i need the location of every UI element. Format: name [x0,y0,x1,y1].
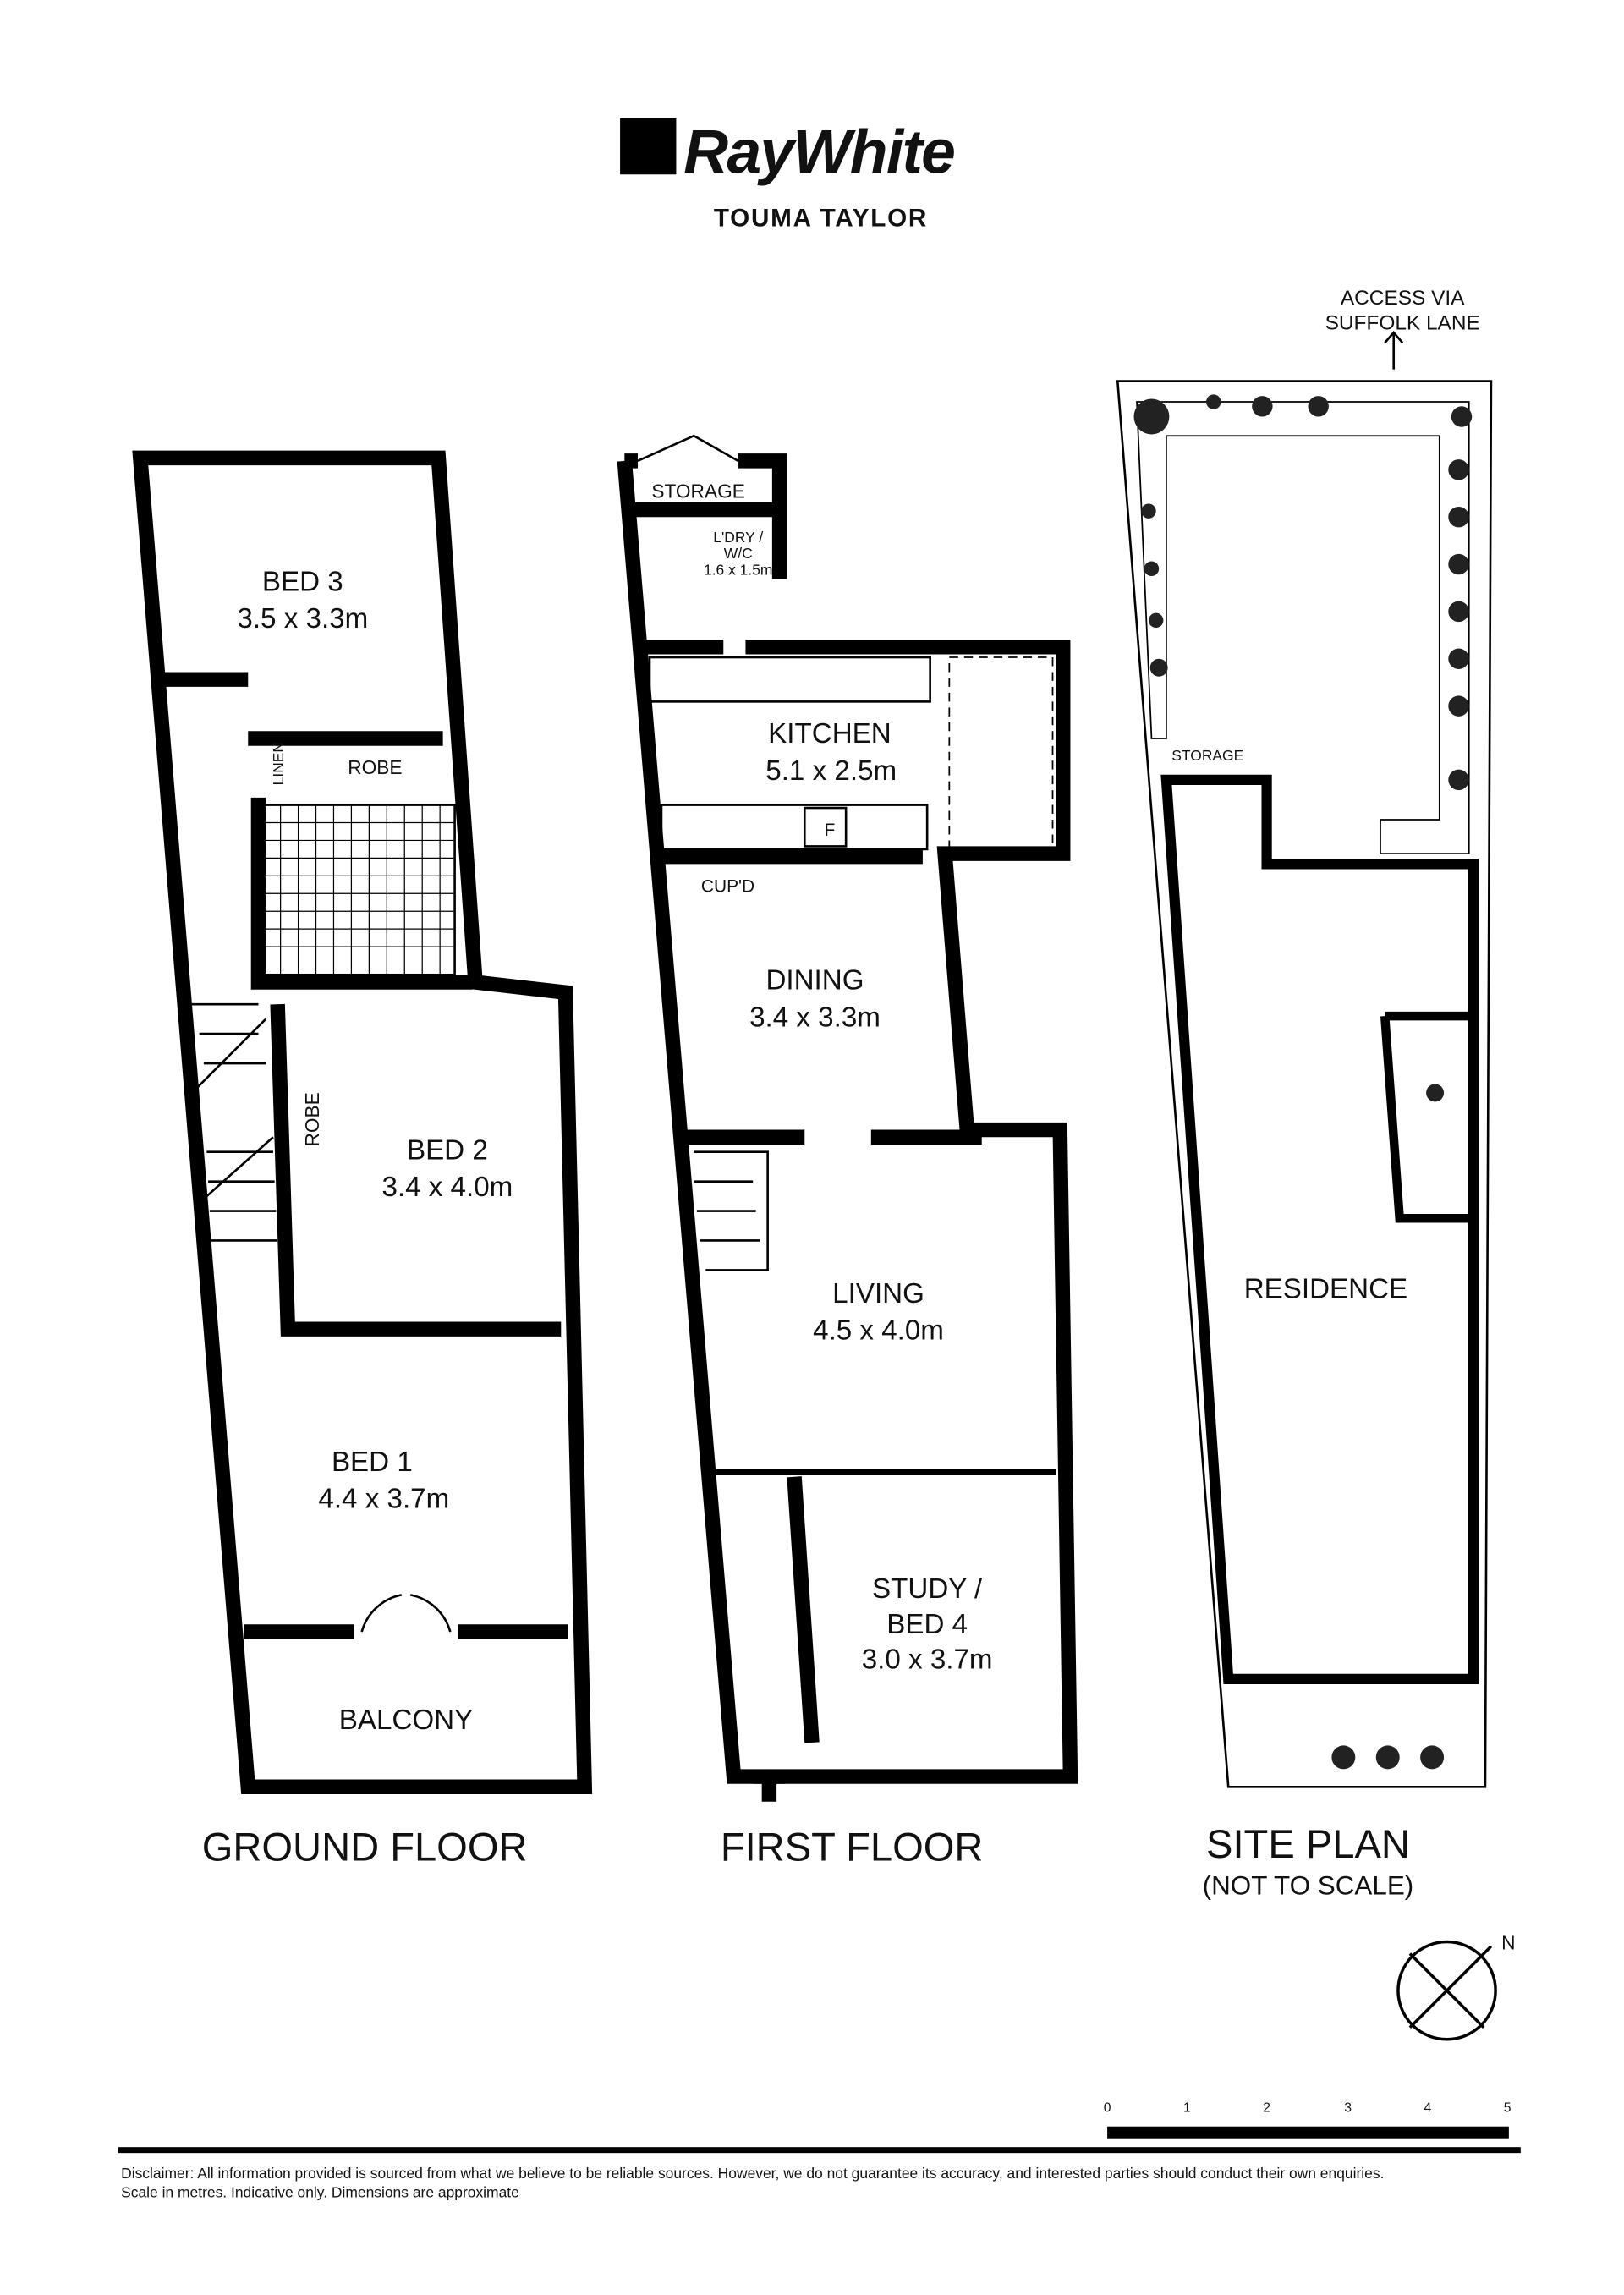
bath-tiles [262,804,455,975]
ray-white-logo: RayWhite [620,118,956,187]
dining-label: DINING [765,965,864,997]
scale-bar: 0 1 2 3 4 5 [1104,2100,1512,2139]
dining-size: 3.4 x 3.3m [749,1002,881,1033]
living-label: LIVING [832,1278,924,1309]
laundry-label-1: L'DRY / [713,529,763,546]
linen-label: LINEN [270,742,287,785]
bed-2-size: 3.4 x 4.0m [381,1172,513,1203]
ground-floor-plan: BED 3 3.5 x 3.3m BED 2 3.4 x 4.0m BED 1 … [132,450,593,1869]
svg-text:5: 5 [1504,2100,1512,2115]
robe-label: ROBE [348,756,402,778]
svg-text:2: 2 [1263,2100,1270,2115]
site-plan-subtitle: (NOT TO SCALE) [1203,1871,1414,1901]
study-label-1: STUDY / [872,1573,983,1605]
bed-1-label: BED 1 [332,1447,413,1478]
residence-label: RESIDENCE [1244,1274,1407,1305]
kitchen-size: 5.1 x 2.5m [765,755,897,787]
svg-text:1: 1 [1183,2100,1191,2115]
ground-floor-title: GROUND FLOOR [202,1825,528,1869]
cupboard-label: CUP'D [701,877,754,897]
access-label-1: ACCESS VIA [1341,287,1465,310]
first-floor-plan: F STORAGE L'DRY / W/C 1.6 x 1.5m CUP'D K… [617,434,1078,1869]
svg-text:4: 4 [1424,2100,1431,2115]
svg-text:3: 3 [1344,2100,1352,2115]
laundry-label-2: W/C [724,545,753,562]
first-floor-title: FIRST FLOOR [721,1825,984,1869]
study-label-2: BED 4 [886,1609,968,1640]
study-size: 3.0 x 3.7m [862,1644,993,1676]
site-plan-title: SITE PLAN [1206,1821,1410,1866]
site-plan: ACCESS VIA SUFFOLK LANE STORAGE RESIDENC… [1116,287,1493,1901]
bed-3-size: 3.5 x 3.3m [237,603,368,634]
svg-text:RayWhite: RayWhite [683,118,954,187]
svg-text:0: 0 [1104,2100,1111,2115]
garden-plants [1133,394,1473,1770]
disclaimer-line-1: Disclaimer: All information provided is … [121,2165,1384,2182]
entry-arrow-icon [753,1769,786,1802]
access-label-2: SUFFOLK LANE [1325,312,1480,335]
laundry-size: 1.6 x 1.5m [704,561,772,578]
compass-icon: N [1396,1931,1516,2041]
disclaimer-line-2: Scale in metres. Indicative only. Dimens… [121,2184,519,2201]
bed-3-label: BED 3 [262,566,343,597]
site-storage-label: STORAGE [1171,747,1243,764]
north-label: N [1501,1931,1515,1953]
kitchen-label: KITCHEN [768,718,892,749]
living-size: 4.5 x 4.0m [813,1315,944,1346]
bed-1-size: 4.4 x 3.7m [318,1483,449,1514]
footer-divider [118,2147,1521,2154]
balcony-label: BALCONY [339,1705,473,1736]
storage-label: STORAGE [651,480,745,502]
office-name: TOUMA TAYLOR [714,204,928,232]
robe-2-label: ROBE [301,1092,323,1146]
fridge-label: F [825,821,836,840]
bed-2-label: BED 2 [407,1134,488,1166]
